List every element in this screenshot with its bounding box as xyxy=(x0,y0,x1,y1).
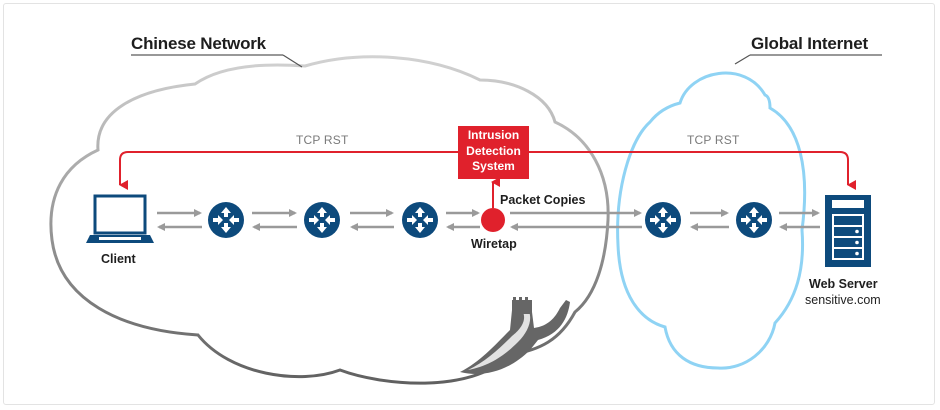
chinese-network-cloud xyxy=(49,55,610,385)
tcp-rst-label-right: TCP RST xyxy=(687,133,740,147)
router-icon xyxy=(736,202,772,238)
ids-line-2: Detection xyxy=(466,143,521,158)
web-server-label: Web Server xyxy=(809,277,878,291)
server-icon xyxy=(825,195,871,267)
global-internet-cloud xyxy=(616,71,807,370)
chinese-network-title: Chinese Network xyxy=(131,34,266,53)
tcp-rst-label-left: TCP RST xyxy=(296,133,349,147)
wiretap-label: Wiretap xyxy=(471,237,517,251)
great-wall-icon xyxy=(460,297,570,374)
ids-line-1: Intrusion xyxy=(467,128,520,142)
ids-line-3: System xyxy=(472,159,515,173)
router-icon xyxy=(304,202,340,238)
packet-copies-label: Packet Copies xyxy=(500,193,586,207)
tcp-rst-path-to-client xyxy=(119,151,458,190)
tcp-rst-path-to-server xyxy=(529,151,856,190)
laptop-icon xyxy=(86,194,154,243)
diagram-frame xyxy=(3,3,935,405)
web-server-domain: sensitive.com xyxy=(805,293,881,307)
global-internet-title: Global Internet xyxy=(751,34,868,53)
router-icon xyxy=(208,202,244,238)
intrusion-detection-system-box: Intrusion Detection System xyxy=(458,126,529,179)
wiretap-node xyxy=(481,208,505,232)
router-icon xyxy=(402,202,438,238)
traffic-arrows xyxy=(157,209,820,231)
router-icon xyxy=(645,202,681,238)
client-label: Client xyxy=(101,252,136,266)
